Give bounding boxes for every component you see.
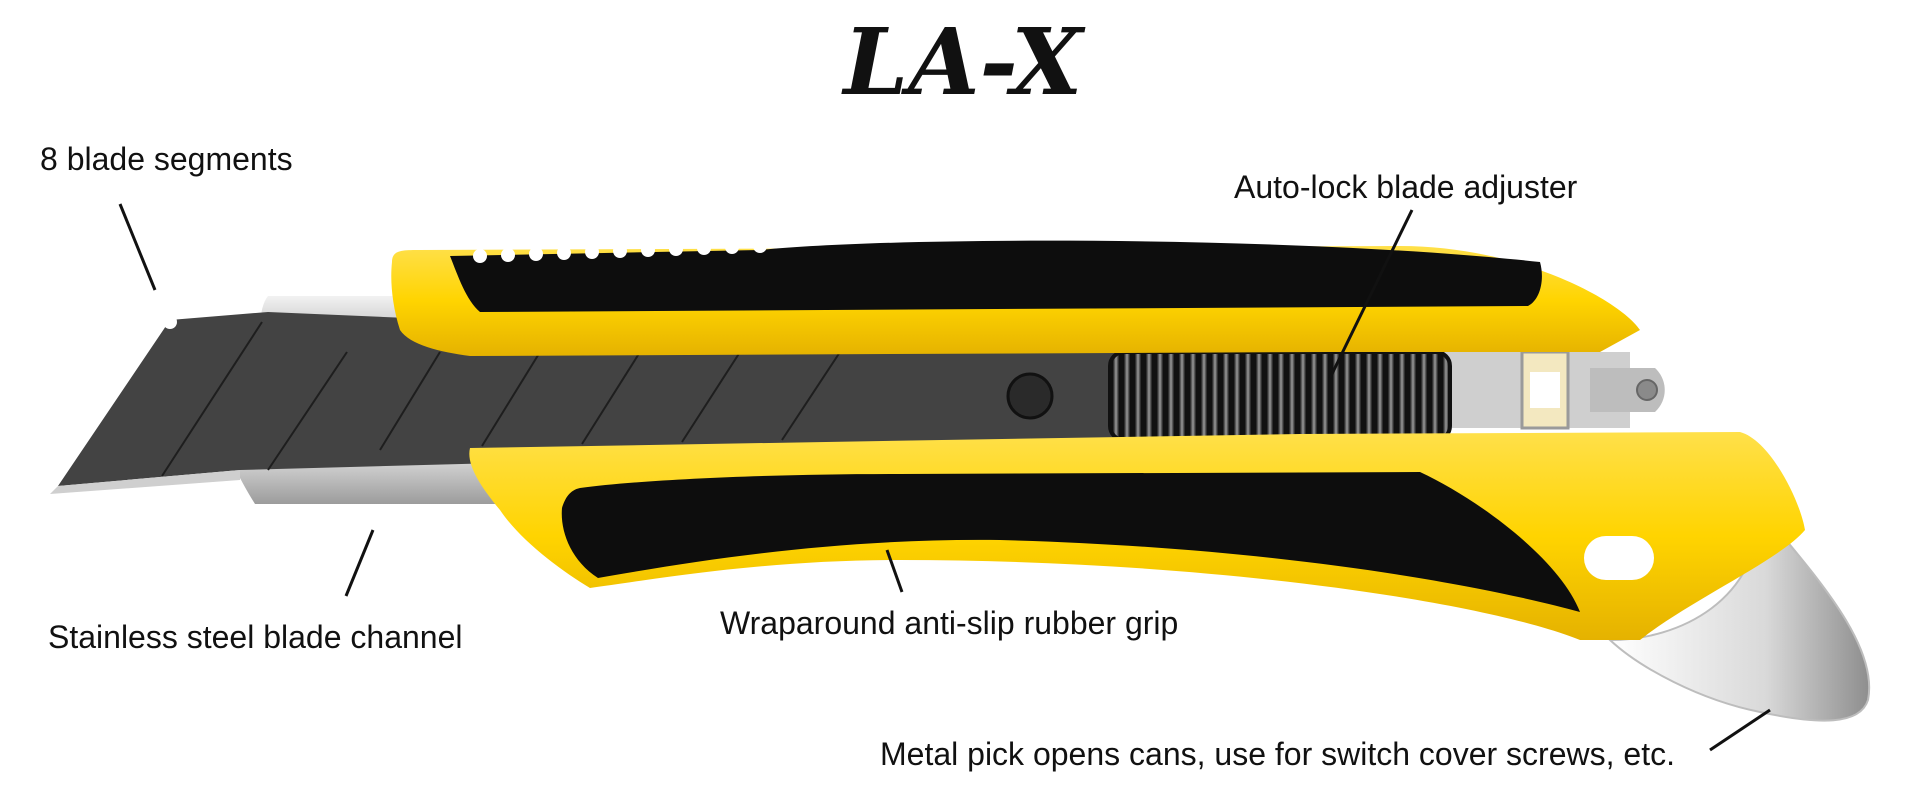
label-blade-segments: 8 blade segments: [40, 141, 293, 177]
label-metal-pick: Metal pick opens cans, use for switch co…: [880, 736, 1675, 772]
leader-rubber-grip: [885, 549, 904, 593]
lanyard-hole: [1584, 536, 1654, 580]
metal-pick: [1607, 505, 1871, 722]
product-title: LA-X: [841, 8, 1087, 116]
blade-segment-lines: [161, 321, 841, 477]
label-blade-adjuster: Auto-lock blade adjuster: [1234, 169, 1578, 205]
leader-blade-adjuster: [1328, 209, 1414, 379]
blade-pivot: [1006, 372, 1054, 420]
utility-knife-illustration: [50, 239, 1871, 722]
upper-rubber-grip: [450, 240, 1542, 312]
leader-blade-channel: [344, 529, 375, 597]
grip-nubs: [473, 239, 767, 263]
leader-blade-segments: [118, 203, 157, 291]
lower-rubber-grip: [561, 472, 1580, 612]
label-blade-channel: Stainless steel blade channel: [48, 619, 463, 655]
label-rubber-grip: Wraparound anti-slip rubber grip: [720, 605, 1178, 641]
leader-metal-pick: [1709, 708, 1771, 752]
auto-lock-adjuster: [1108, 350, 1452, 442]
